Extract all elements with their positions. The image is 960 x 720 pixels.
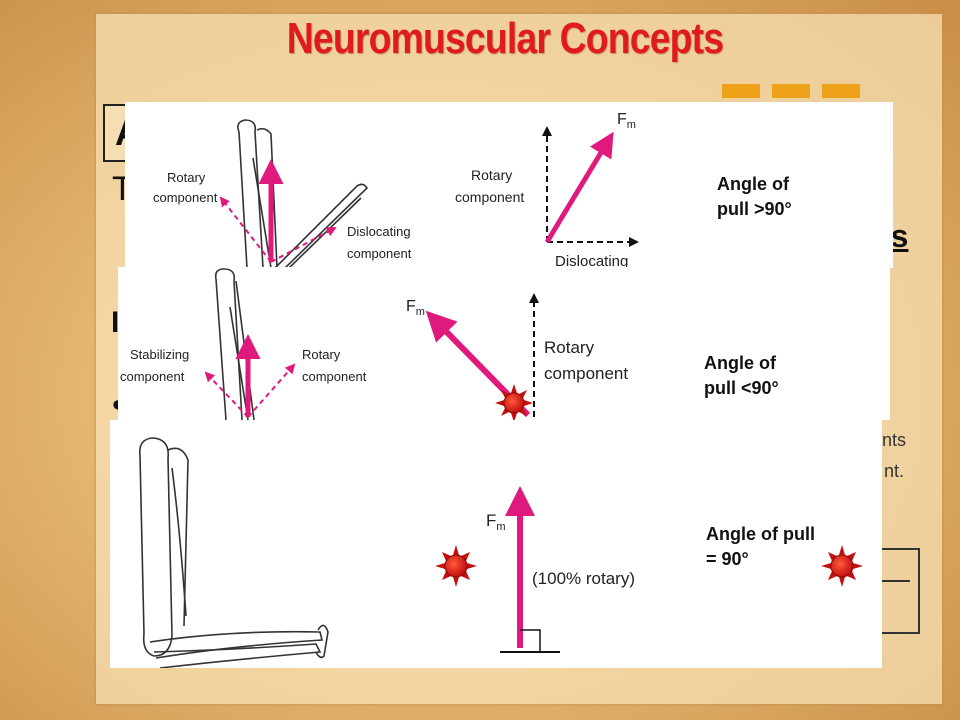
force-arrows [204, 334, 296, 418]
decorative-square [772, 84, 810, 98]
angle-eq-90-diagram: Fm (100% rotary) [138, 437, 863, 668]
body-text-fragment-nt: nt. [884, 461, 905, 481]
force-label: Fm [486, 511, 506, 533]
table-outline-fragment [880, 548, 920, 634]
vector-rotary-label: (100% rotary) [532, 569, 635, 588]
arm-bone-illustration [138, 437, 329, 668]
angle-label-eq-90: Angle of pull = 90° [706, 524, 815, 569]
forearm-bone-illustration [237, 119, 369, 268]
angle-label-gt-90: Angle of pull >90° [717, 174, 792, 219]
force-arrows [500, 486, 560, 653]
vector-dislocating-label: Dislocating [555, 253, 628, 268]
decorative-square [822, 84, 860, 98]
slide-title: Neuromuscular Concepts [286, 14, 724, 63]
vector-diagram [542, 126, 639, 247]
decorative-square [722, 84, 760, 98]
bullet-marker: • [112, 386, 124, 425]
force-arrows [219, 159, 337, 263]
diagram-panel-angle-eq-90: Fm (100% rotary) [110, 420, 882, 668]
force-label: Fm [617, 111, 636, 131]
force-label: Fm [406, 298, 425, 318]
table-divider-fragment [880, 580, 910, 582]
sun-burst-icon [495, 384, 533, 420]
angle-label-lt-90: Angle of pull <90° [704, 353, 779, 398]
sun-burst-icon [435, 545, 477, 587]
body-text-fragment-l: I [111, 306, 120, 339]
sun-burst-icon [821, 545, 863, 587]
